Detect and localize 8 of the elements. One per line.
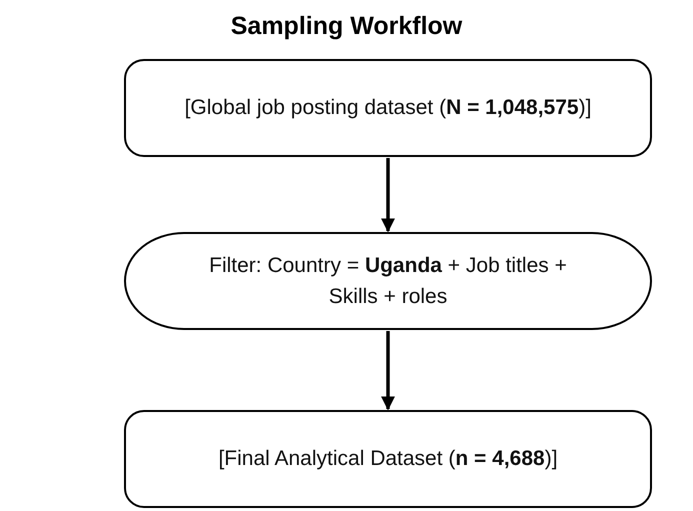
arrow (381, 331, 395, 410)
node-text: [Final Analytical Dataset (n = 4,688)] (218, 446, 558, 472)
node-text: [Global job posting dataset (N = 1,048,575)] (184, 95, 592, 122)
process-box (124, 59, 652, 157)
node-text: Filter: Country = Uganda + Job titles + Skills + roles (208, 252, 568, 310)
arrow (381, 158, 395, 232)
diagram-title: Sampling Workflow (230, 12, 464, 41)
process-box (124, 410, 652, 508)
